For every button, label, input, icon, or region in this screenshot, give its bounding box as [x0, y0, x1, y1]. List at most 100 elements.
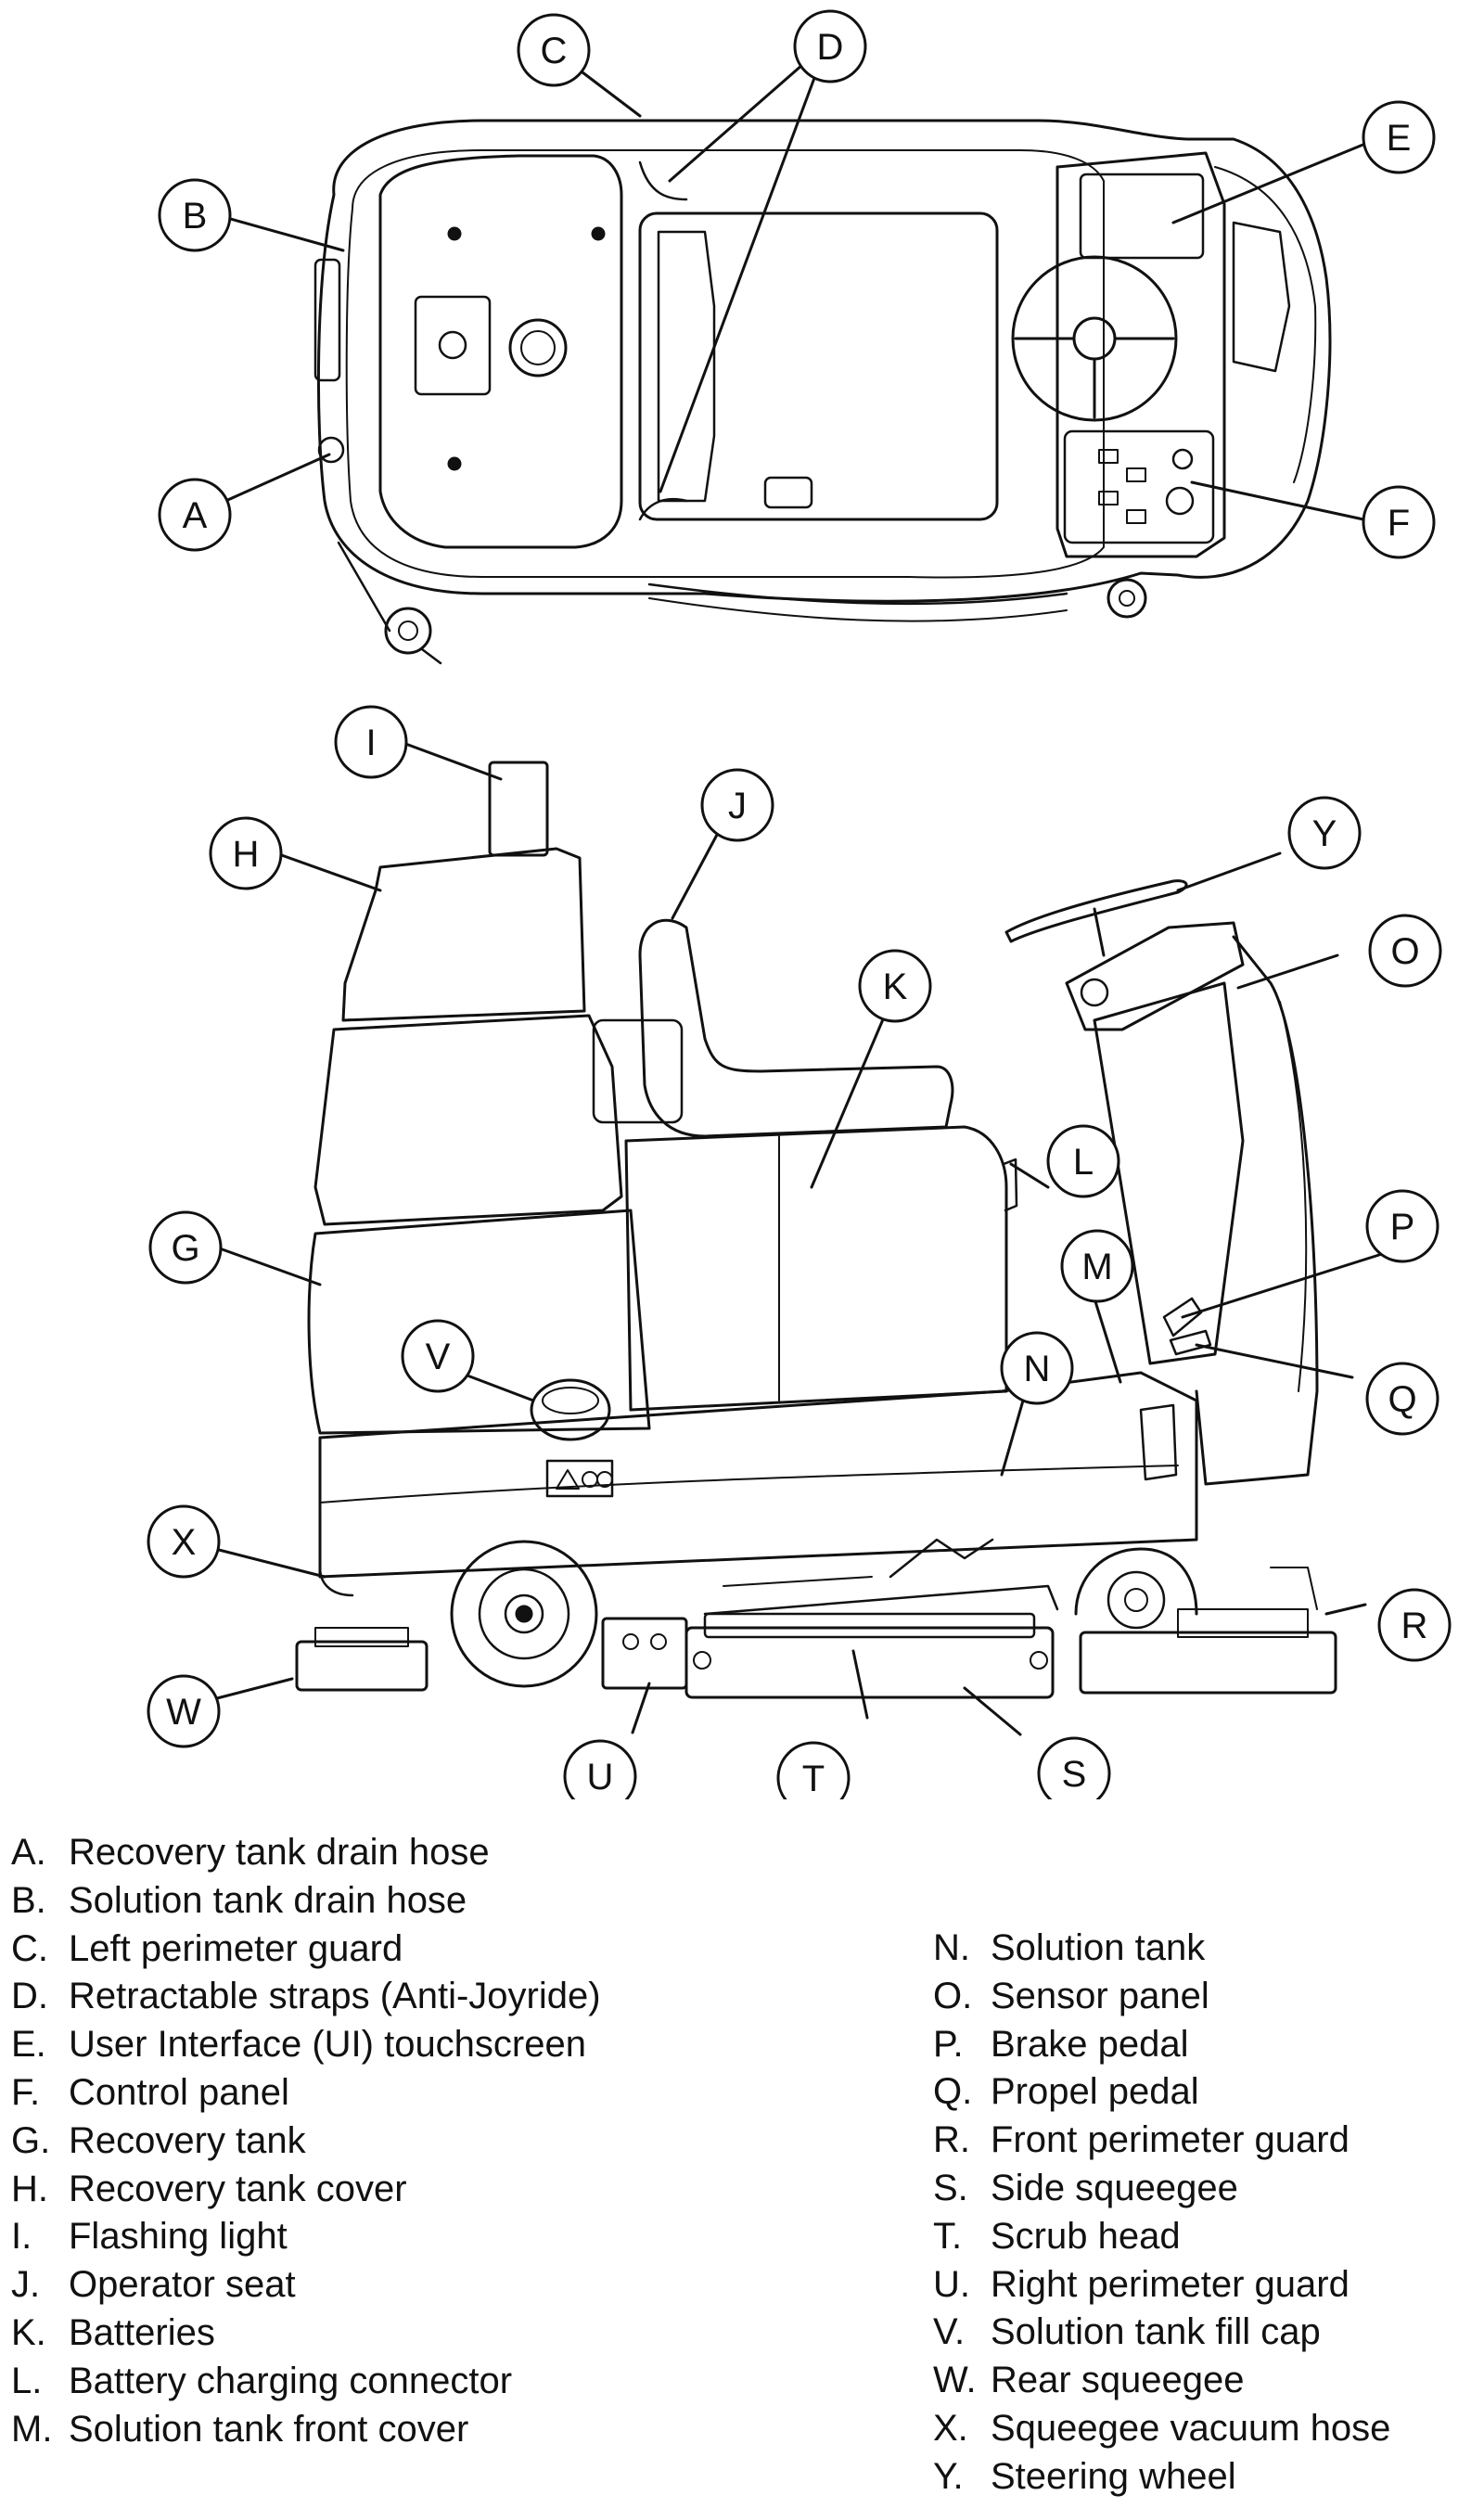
legend-item: V.Solution tank fill cap: [933, 2311, 1321, 2353]
svg-text:H: H: [233, 834, 260, 875]
callout-i: I: [334, 705, 408, 779]
callout-o: O: [1368, 914, 1442, 988]
top-front-console: [1055, 151, 1226, 558]
top-squeegee-wheel: [384, 607, 432, 655]
legend-item: N.Solution tank: [933, 1927, 1206, 1968]
svg-text:Y: Y: [1312, 813, 1337, 854]
top-straps: [638, 160, 688, 521]
side-view: [295, 761, 1337, 1699]
callout-p: P: [1365, 1189, 1439, 1263]
side-scrub-head: [684, 1626, 1055, 1699]
machine-diagram: A B C D E F I H J Y O K L G P M N V Q X …: [147, 9, 1452, 1799]
callout-k: K: [858, 949, 932, 1023]
callout-t: T: [776, 1741, 851, 1799]
legend-item: G.Recovery tank: [11, 2119, 306, 2161]
side-recovery-tank: [313, 1014, 623, 1226]
svg-text:V: V: [426, 1337, 451, 1377]
svg-text:W: W: [166, 1692, 201, 1733]
svg-text:C: C: [541, 31, 568, 71]
callout-u: U: [563, 1739, 637, 1799]
legend-item: S.Side squeegee: [933, 2167, 1238, 2208]
top-control-panel: [1063, 429, 1215, 544]
legend-item: M.Solution tank front cover: [11, 2408, 469, 2450]
legend-item: L.Battery charging connector: [11, 2360, 513, 2401]
svg-text:L: L: [1073, 1142, 1094, 1183]
top-drain-hose-b: [313, 258, 341, 382]
legend-item: W.Rear squeegee: [933, 2360, 1245, 2401]
legend-left: A.Recovery tank drain hose B.Solution ta…: [11, 1829, 601, 2453]
svg-text:E: E: [1387, 118, 1412, 159]
callout-a: A: [158, 478, 232, 552]
svg-text:G: G: [171, 1228, 199, 1269]
callout-y: Y: [1287, 796, 1362, 870]
svg-text:N: N: [1024, 1349, 1051, 1389]
side-rear-squeegee: [295, 1640, 429, 1692]
callout-f: F: [1362, 485, 1436, 559]
legend-item: P.Brake pedal: [933, 2023, 1189, 2065]
top-touchscreen: [1079, 173, 1205, 260]
svg-text:U: U: [587, 1757, 614, 1798]
side-recovery-tank-cover: [341, 847, 586, 1022]
side-steering-column: [1093, 981, 1245, 1365]
top-steering-wheel: [1011, 255, 1178, 422]
callout-l: L: [1046, 1124, 1120, 1198]
svg-text:X: X: [172, 1522, 197, 1563]
side-warning-label: [545, 1459, 614, 1498]
legend-item: B.Solution tank drain hose: [11, 1879, 467, 1921]
legend-item: Q.Propel pedal: [933, 2071, 1199, 2113]
callout-j: J: [700, 768, 774, 842]
top-front-wheel: [1107, 578, 1147, 619]
side-right-perimeter-guard: [601, 1617, 688, 1690]
leader-lines: [193, 61, 1384, 1736]
svg-text:P: P: [1390, 1207, 1415, 1248]
side-sensor-panel: [1195, 935, 1319, 1486]
callout-g: G: [148, 1210, 223, 1285]
side-steering-wheel: [1004, 879, 1188, 943]
legend-item: Y.Steering wheel: [933, 2455, 1236, 2497]
callout-h: H: [209, 816, 283, 890]
legend-item: D.Retractable straps (Anti-Joyride): [11, 1976, 601, 2017]
top-recovery-tank: [378, 154, 623, 549]
callout-n: N: [1000, 1331, 1074, 1405]
svg-text:J: J: [728, 786, 747, 826]
side-front-wheel: [1107, 1570, 1166, 1630]
side-dash: [1065, 921, 1245, 1031]
callout-b: B: [158, 178, 232, 252]
svg-text:Q: Q: [1388, 1379, 1416, 1420]
callout-v: V: [401, 1319, 475, 1393]
svg-text:B: B: [183, 196, 208, 237]
svg-text:O: O: [1390, 931, 1419, 972]
side-squeegee: [703, 1584, 1059, 1616]
top-tank-hatch: [414, 295, 492, 396]
legend-item: F.Control panel: [11, 2071, 289, 2113]
svg-text:A: A: [183, 495, 208, 536]
callout-d: D: [793, 9, 867, 83]
callout-s: S: [1037, 1736, 1111, 1799]
callout-e: E: [1362, 100, 1436, 174]
legend-item: X.Squeegee vacuum hose: [933, 2407, 1391, 2449]
legend-item: H.Recovery tank cover: [11, 2168, 407, 2209]
top-body-inner: [345, 149, 1105, 579]
side-flashing-light: [488, 761, 549, 857]
svg-text:F: F: [1388, 503, 1410, 544]
side-rear-wheel: [450, 1540, 598, 1688]
callout-w: W: [147, 1674, 221, 1748]
legend-item: R.Front perimeter guard: [933, 2119, 1350, 2161]
side-batteries: [624, 1125, 1008, 1412]
legend-right: N.Solution tank O.Sensor panel P.Brake p…: [933, 1925, 1390, 2502]
legend-item: I.Flashing light: [11, 2216, 288, 2258]
legend-item: J.Operator seat: [11, 2264, 296, 2306]
side-propel-pedal: [1169, 1329, 1212, 1356]
callout-m: M: [1060, 1229, 1134, 1303]
legend-item: K.Batteries: [11, 2311, 215, 2353]
side-front-perimeter-guard: [1079, 1631, 1337, 1695]
top-drain-hose-a: [317, 436, 345, 464]
legend-item: U.Right perimeter guard: [933, 2263, 1350, 2305]
top-view: [313, 119, 1332, 665]
side-fill-cap: [530, 1378, 611, 1441]
side-solution-front-cover: [1139, 1403, 1178, 1481]
legend-item: E.User Interface (UI) touchscreen: [11, 2024, 586, 2066]
top-fill-cap: [508, 318, 568, 377]
side-charging-connector: [1002, 1158, 1018, 1212]
svg-text:S: S: [1062, 1754, 1087, 1795]
